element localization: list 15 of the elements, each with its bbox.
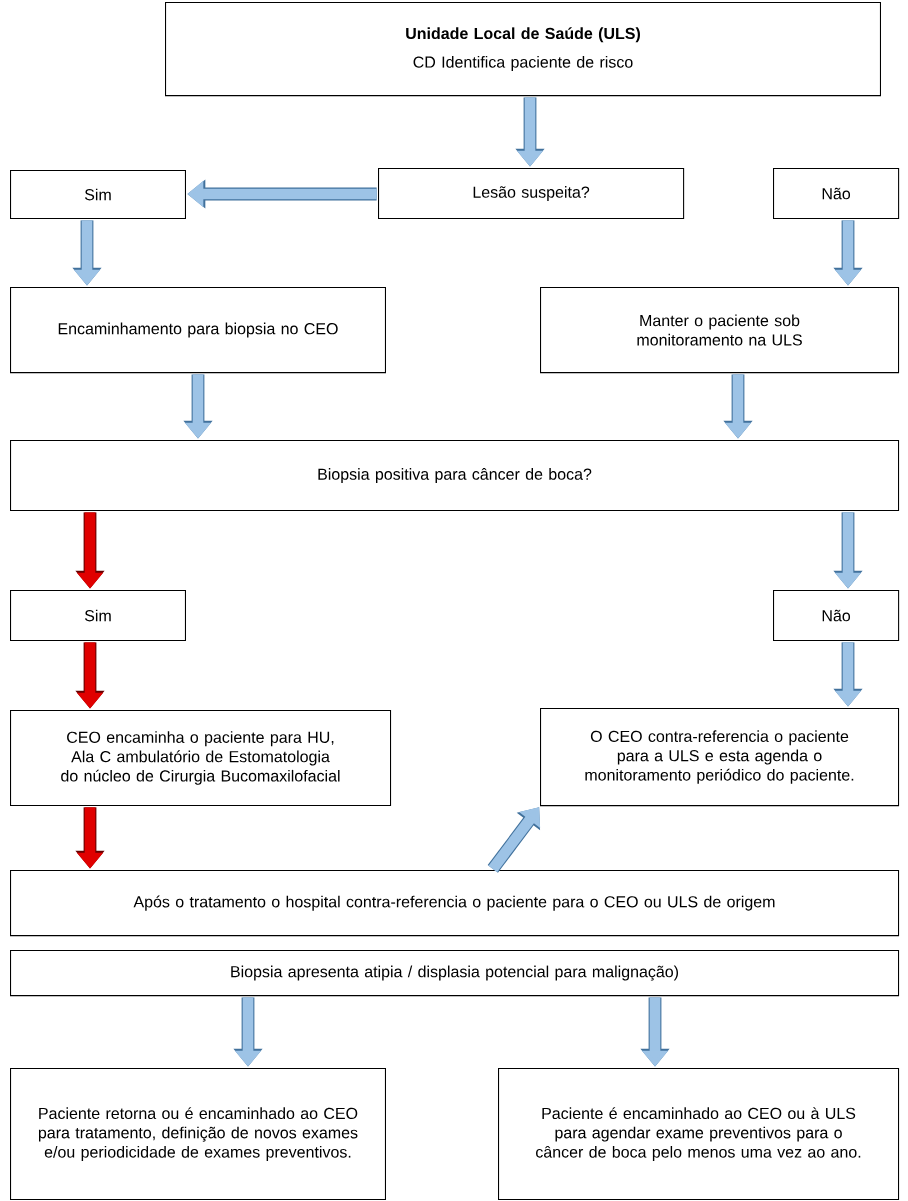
process-box: CEO encaminha o paciente para HU, Ala C ambulatório de Estomatologia do núcleo de Cirurgia Bucomaxilofacial [10, 710, 392, 806]
process-box: Sim [10, 590, 186, 642]
process-box: Não [773, 168, 900, 220]
heading-box: Unidade Local de Saúde (ULS) CD Identifica paciente de risco [165, 2, 881, 97]
process-box: Sim [10, 170, 186, 220]
process-box: Após o tratamento o hospital contra-referencia o paciente para o CEO ou ULS de origem [10, 870, 900, 937]
process-box: Biopsia positiva para câncer de boca? [10, 440, 900, 512]
process-box: Biopsia apresenta atipia / displasia potencial para malignação) [10, 950, 900, 997]
process-box: Manter o paciente sob monitoramento na ULS [540, 287, 900, 374]
process-box: Encaminhamento para biopsia no CEO [10, 287, 386, 374]
process-box: Não [773, 590, 900, 642]
process-box: Lesão suspeita? [378, 168, 685, 220]
process-box: Paciente retorna ou é encaminhado ao CEO para tratamento, definição de novos exames e/ou periodicidade de exames preventivos. [10, 1068, 386, 1200]
process-box: Paciente é encaminhado ao CEO ou à ULS para agendar exame preventivos para o câncer de boca pelo menos uma vez ao ano. [498, 1068, 900, 1200]
process-box: O CEO contra-referencia o paciente para a ULS e esta agenda o monitoramento periódico do paciente. [540, 708, 900, 807]
